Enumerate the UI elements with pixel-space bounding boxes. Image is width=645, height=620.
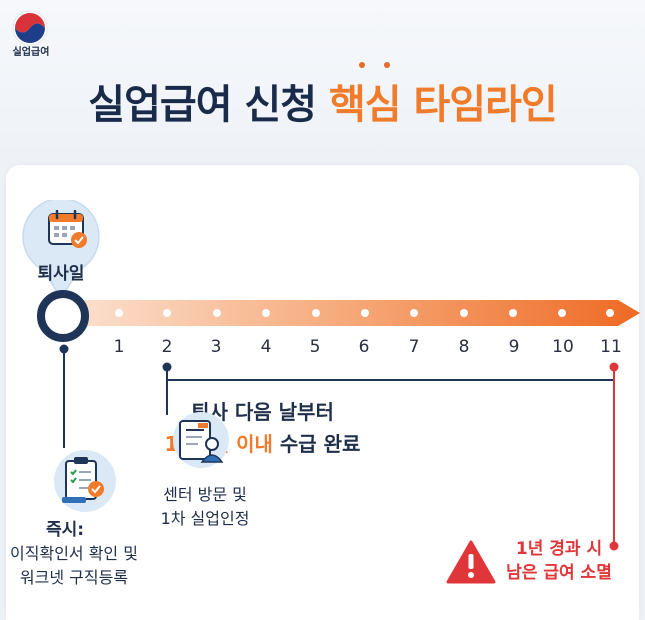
month-tick [361, 309, 369, 317]
month-tick [312, 309, 320, 317]
warning-triangle-icon [446, 540, 496, 584]
center-visit-line2: 1차 실업인정 [160, 509, 250, 528]
immediate-step-line2: 워크넷 구직등록 [19, 568, 129, 587]
center-visit-line1: 센터 방문 및 [163, 485, 247, 504]
header-background [0, 0, 645, 160]
calendar-check-icon [48, 210, 87, 248]
warning-text: 1년 경과 시 남은 급여 소멸 [494, 537, 624, 585]
government-emblem-icon [12, 10, 48, 46]
month-label: 11 [600, 337, 622, 357]
month-label: 9 [508, 337, 520, 357]
month-label: 1 [113, 337, 125, 357]
month-tick [558, 309, 566, 317]
month-label: 5 [309, 337, 321, 357]
title-part-dark: 실업급여 신청 [88, 82, 317, 128]
title-accent-dot [384, 62, 390, 68]
month-label: 8 [458, 337, 470, 357]
month-label: 3 [210, 337, 222, 357]
month-label: 10 [552, 337, 574, 357]
start-label: 퇴사일 [37, 264, 85, 284]
immediate-step-line1: 이직확인서 확인 및 [10, 544, 138, 563]
logo-text: 실업급여 [12, 47, 50, 58]
month-label: 2 [161, 337, 173, 357]
month-tick [163, 309, 171, 317]
clipboard-check-icon [62, 457, 104, 503]
page-title: 실업급여 신청 핵심 타임라인 [0, 72, 645, 130]
month-tick [509, 309, 517, 317]
month-tick [460, 309, 468, 317]
warning-line2: 남은 급여 소멸 [506, 563, 612, 583]
start-ring-marker [37, 290, 89, 342]
deadline-action: 수급 완료 [279, 432, 361, 456]
month-tick [410, 309, 418, 317]
month-label: 4 [260, 337, 272, 357]
timeline-bar [62, 300, 640, 326]
immediate-step-title: 즉시: [45, 520, 85, 540]
month-tick [262, 309, 270, 317]
title-part-orange: 핵심 타임라인 [328, 82, 558, 128]
warning-line1: 1년 경과 시 [515, 539, 603, 559]
month-tick [115, 309, 123, 317]
document-person-icon [179, 420, 224, 463]
deadline-caption-line1: 퇴사 다음 날부터 [191, 400, 334, 424]
timeline-card [6, 165, 639, 620]
month-tick [213, 309, 221, 317]
month-label: 6 [358, 337, 370, 357]
title-accent-dot [359, 62, 365, 68]
month-label: 7 [408, 337, 420, 357]
month-tick [606, 309, 614, 317]
